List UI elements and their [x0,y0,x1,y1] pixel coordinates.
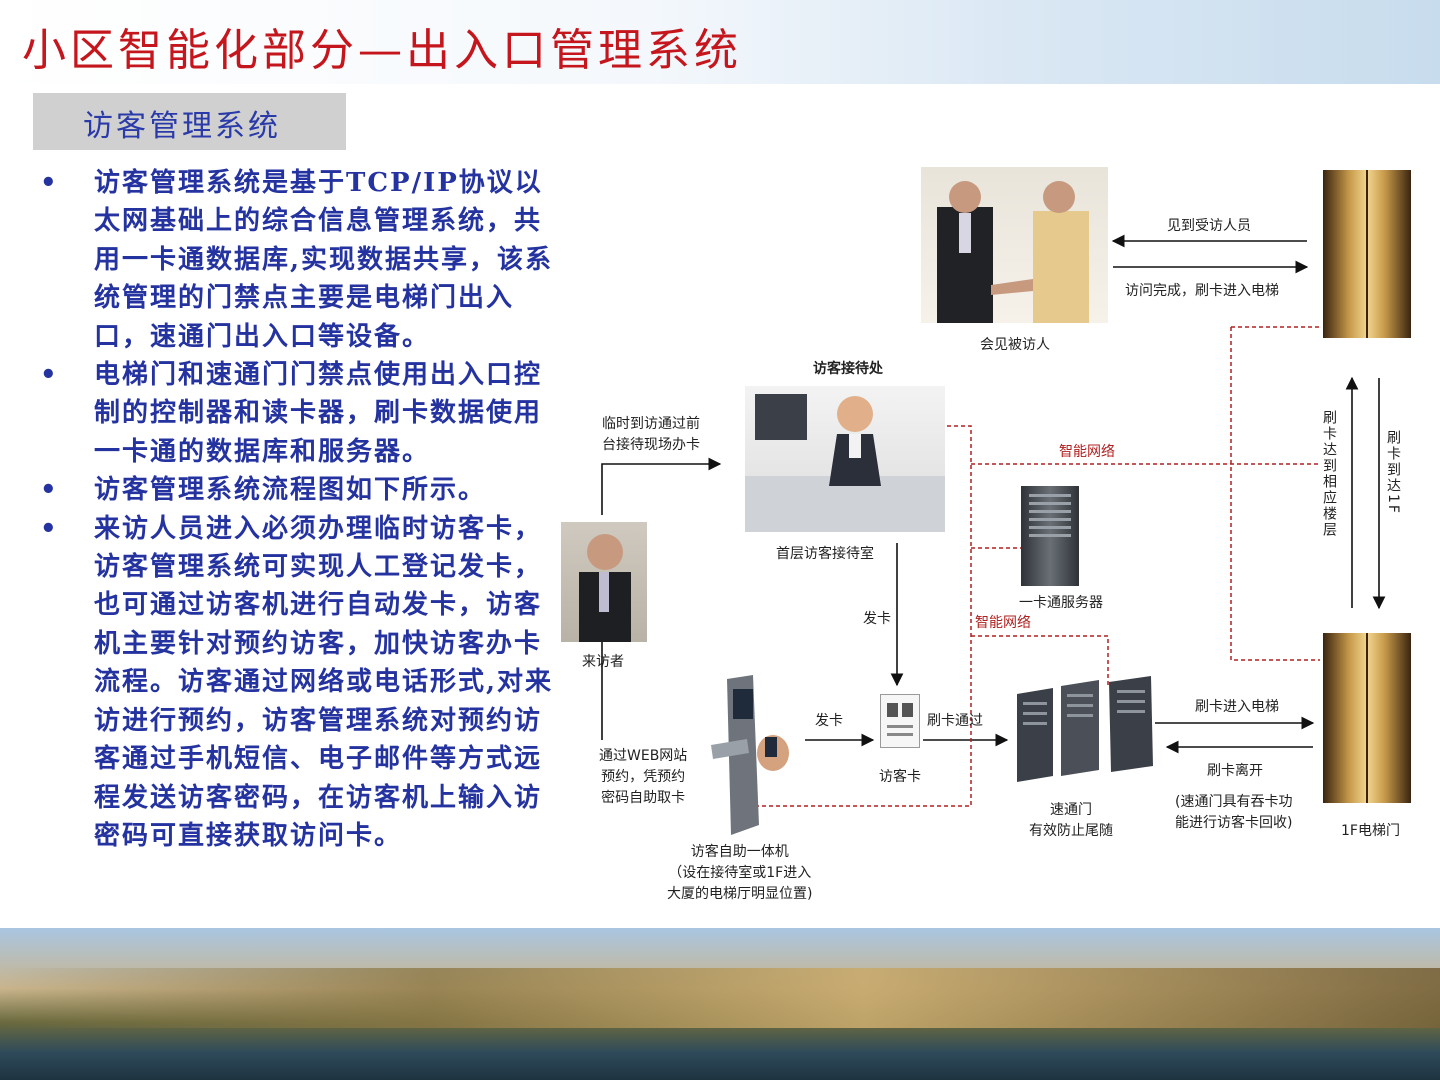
elevator-1f-label: 1F电梯门 [1341,823,1400,839]
visitor-card-photo [880,694,920,748]
bullet-text: 访客管理系统是基于TCP/IP协议以太网基础上的综合信息管理系统，共用一卡通数据… [94,168,554,352]
swipe-leave-label: 刷卡离开 [1207,763,1263,779]
footer-hillside [0,968,1440,1028]
reception-room-label: 首层访客接待室 [776,546,874,562]
issue-card-label-reception: 发卡 [863,611,891,627]
card-server-photo [1021,486,1079,586]
bullet-item: • 来访人员进入必须办理临时访客卡，访客管理系统可实现人工登记发卡，也可通过访客机… [40,510,560,856]
swipe-1f-label: 刷卡到达1F [1385,430,1401,515]
bullet-text: 访客管理系统流程图如下所示。 [94,475,487,506]
reception-photo [745,386,945,532]
kiosk-label: 访客自助一体机 （设在接待室或1F进入 大厦的电梯厅明显位置) [667,844,813,902]
visitor-flow-diagram: 会见被访人 见到受访人员 访问完成，刷卡进入电梯 1F电梯门 刷卡达到相应楼层 … [555,160,1435,920]
bullet-item: • 电梯门和速通门门禁点使用出入口控制的控制器和读卡器，刷卡数据使用一卡通的数据库… [40,356,560,471]
slide-title: 小区智能化部分—出入口管理系统 [22,25,742,76]
bullet-list: • 访客管理系统是基于TCP/IP协议以太网基础上的综合信息管理系统，共用一卡通数… [40,164,560,855]
bullet-dot: • [40,168,59,198]
swipe-floor-label: 刷卡达到相应楼层 [1321,410,1337,538]
bullet-dot: • [40,513,59,544]
web-booking-label: 通过WEB网站 预约，凭预约 密码自助取卡 [599,748,688,806]
see-visited-label: 见到受访人员 [1167,218,1251,234]
issue-card-label-kiosk: 发卡 [815,713,843,729]
visitor-card-label: 访客卡 [879,769,921,785]
title-bar: 小区智能化部分—出入口管理系统 [0,0,1440,84]
swipe-pass-label: 刷卡通过 [927,713,983,729]
smart-network-label-top: 智能网络 [1059,444,1115,460]
visitor-label: 来访者 [582,654,624,670]
footer-landscape [0,928,1440,1080]
meeting-photo [921,167,1108,323]
speed-gate-label: 速通门 有效防止尾随 [1029,802,1113,839]
smart-network-label-mid: 智能网络 [975,615,1031,631]
temp-visit-label: 临时到访通过前 台接待现场办卡 [602,416,700,453]
reception-title: 访客接待处 [813,361,883,377]
meeting-label: 会见被访人 [980,337,1050,353]
kiosk-photo [707,675,797,843]
elevator-1f-photo [1323,633,1411,803]
visit-done-label: 访问完成，刷卡进入电梯 [1125,283,1279,299]
elevator-floor-photo [1323,170,1411,338]
bullet-dot: • [40,475,59,506]
card-server-label: 一卡通服务器 [1019,595,1103,611]
smart-network-lines [750,326,1320,807]
diagram-connectors [601,234,1386,807]
bullet-text: 电梯门和速通门门禁点使用出入口控制的控制器和读卡器，刷卡数据使用一卡通的数据库和… [94,360,543,467]
bullet-item: • 访客管理系统流程图如下所示。 [40,471,560,509]
bullet-text: 来访人员进入必须办理临时访客卡，访客管理系统可实现人工登记发卡，也可通过访客机进… [94,513,554,851]
visitor-photo [561,522,647,642]
swipe-enter-elevator-label: 刷卡进入电梯 [1195,699,1279,715]
bullet-dot: • [40,360,59,391]
gate-note-label: (速通门具有吞卡功 能进行访客卡回收) [1175,794,1293,831]
section-header: 访客管理系统 [33,93,346,150]
bullet-item: • 访客管理系统是基于TCP/IP协议以太网基础上的综合信息管理系统，共用一卡通数… [40,164,560,356]
speed-gate-photo [1013,668,1163,790]
section-title: 访客管理系统 [83,109,281,144]
arrow-visitor-to-reception [601,457,722,515]
